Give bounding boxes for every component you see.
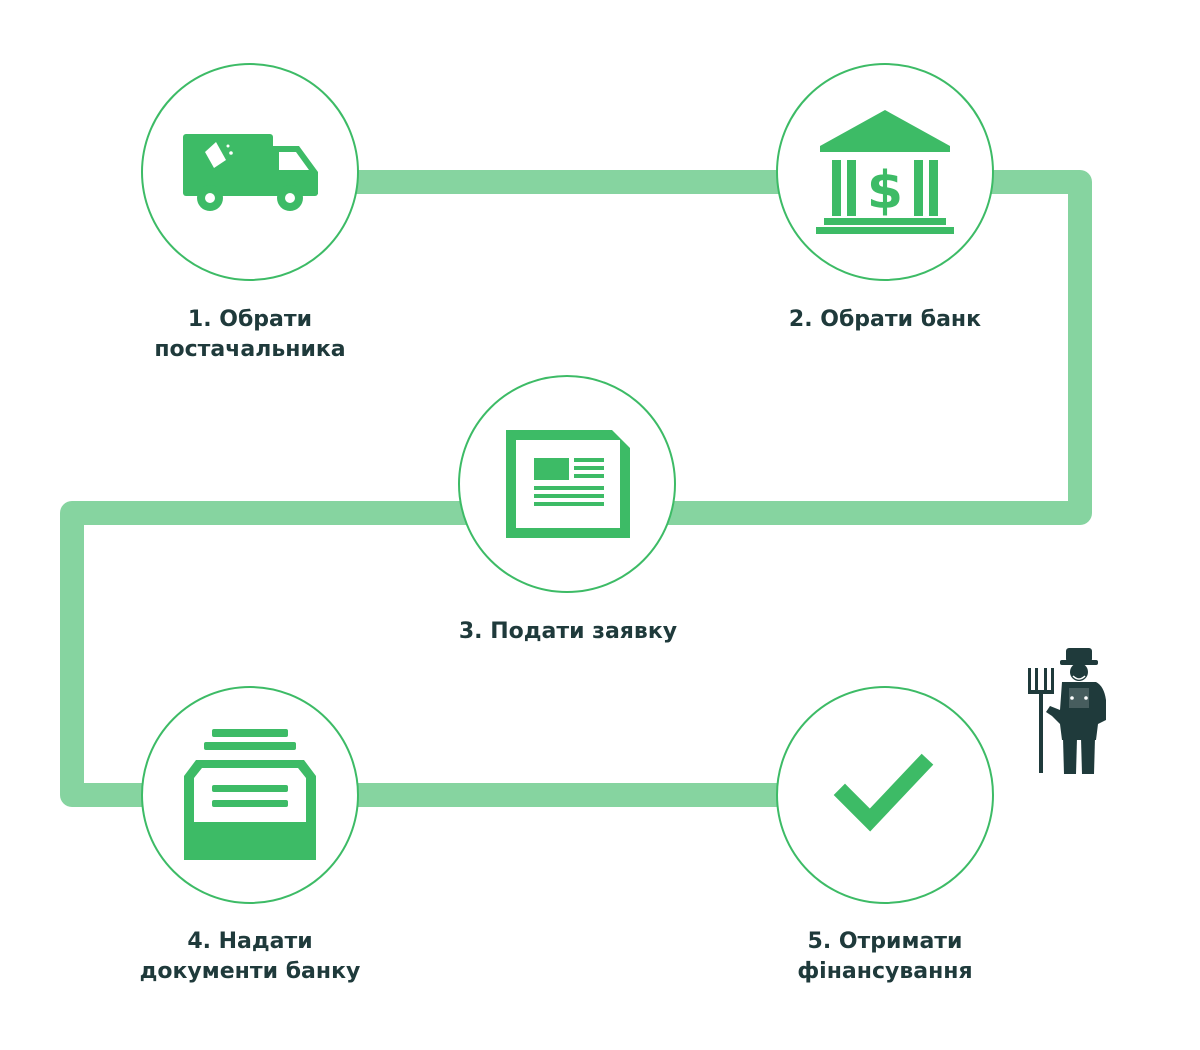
- step-5-label: 5. Отримати фінансування: [725, 927, 1045, 987]
- step-4-node: [141, 686, 359, 904]
- bank-icon: $: [816, 110, 954, 234]
- checkmark-icon: [833, 753, 934, 832]
- step-2-circle: [776, 63, 994, 281]
- step-4-label-line-1: 4. Надати: [187, 929, 313, 954]
- step-2-node: $: [776, 63, 994, 281]
- step-3-node: [458, 375, 676, 593]
- step-2-label-line-1: 2. Обрати банк: [788, 307, 982, 332]
- step-4-label-line-2: документи банку: [139, 959, 361, 984]
- step-1-node: [141, 63, 359, 281]
- step-1-label-line-2: постачальника: [154, 337, 346, 362]
- document-tray-icon: [184, 729, 316, 860]
- farmer-with-pitchfork-icon: [1028, 648, 1106, 774]
- step-3-label-line-1: 3. Подати заявку: [458, 619, 678, 644]
- application-form-icon: [506, 430, 630, 538]
- svg-text:$: $: [867, 161, 903, 221]
- step-5-node: [776, 686, 994, 904]
- step-3-label: 3. Подати заявку: [408, 617, 728, 647]
- step-2-label: 2. Обрати банк: [725, 305, 1045, 335]
- delivery-truck-icon: [183, 134, 318, 211]
- step-5-label-line-1: 5. Отримати: [807, 929, 963, 954]
- step-4-label: 4. Надати документи банку: [90, 927, 410, 987]
- step-5-label-line-2: фінансування: [797, 959, 973, 984]
- step-1-label: 1. Обрати постачальника: [90, 305, 410, 365]
- step-1-label-line-1: 1. Обрати: [187, 307, 313, 332]
